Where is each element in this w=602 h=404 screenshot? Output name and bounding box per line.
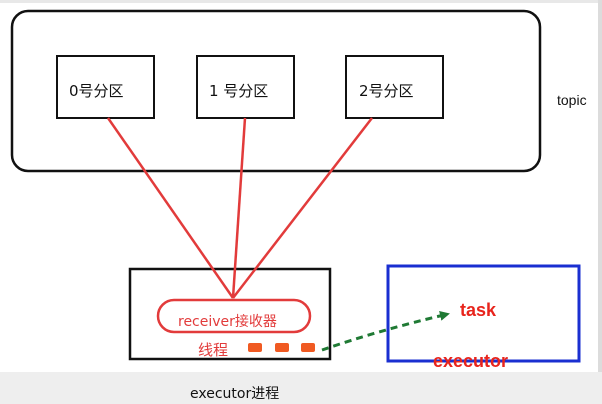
partition-box-1 <box>196 55 295 119</box>
connector-line-2 <box>232 117 373 299</box>
receiver-outline <box>156 298 312 334</box>
thread-label: 线程 <box>198 341 229 359</box>
topic-label: topic <box>557 92 587 108</box>
task-dot-1 <box>275 343 289 352</box>
partition-box-0 <box>56 55 155 119</box>
executor-box <box>386 264 581 363</box>
connector-line-0 <box>106 117 235 299</box>
task-dot-2 <box>301 343 315 352</box>
partition-label-0: 0号分区 <box>69 82 124 100</box>
task-label: task <box>460 300 497 320</box>
partition-box-2 <box>345 55 444 119</box>
partition-label-1: 1 号分区 <box>209 82 269 100</box>
window-top-edge <box>0 0 602 3</box>
executor-process-label: executor进程 <box>190 386 280 402</box>
connector-line-1 <box>231 117 247 299</box>
receiver-label: receiver接收器 <box>178 314 277 330</box>
task-dot-0 <box>248 343 262 352</box>
window-right-edge <box>598 0 602 404</box>
partition-label-2: 2号分区 <box>359 82 414 100</box>
executor-label: executor <box>433 351 509 371</box>
dashed-arrow <box>321 310 450 352</box>
bottom-band <box>0 372 602 404</box>
executor-process-box <box>128 267 332 361</box>
